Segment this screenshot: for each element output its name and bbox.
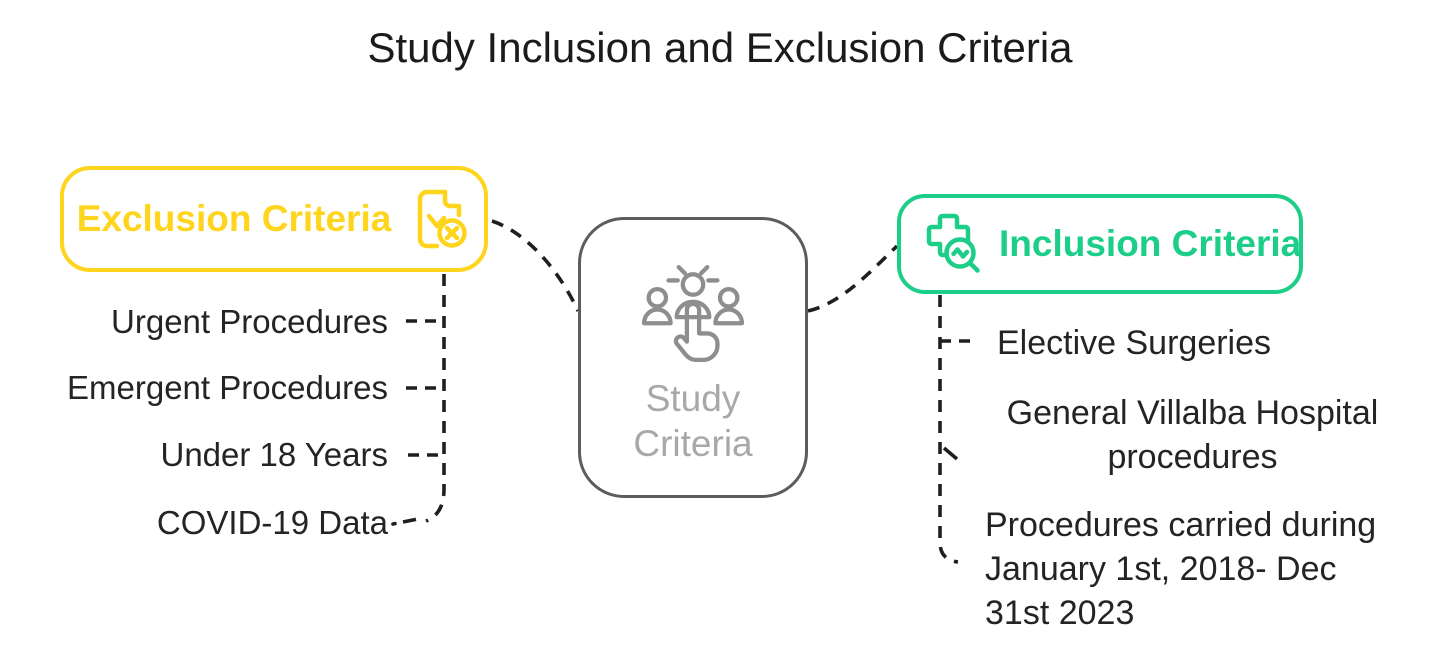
document-excluded-icon [409, 187, 471, 251]
study-criteria-label-line1: Study [645, 378, 741, 419]
inclusion-item-dates-line3: 31st 2023 [985, 594, 1135, 632]
inclusion-item-hospital-line2: procedures [1107, 438, 1278, 476]
inclusion-criteria-node: Inclusion Criteria [897, 194, 1303, 294]
connector-stub-hospital [942, 446, 959, 461]
exclusion-item-covid-19-data: COVID-19 Data [156, 504, 388, 541]
study-criteria-node: Study Criteria [578, 217, 808, 498]
inclusion-item-hospital-line1: General Villalba Hospital [1006, 394, 1379, 432]
exclusion-item-under-18-years: Under 18 Years [160, 436, 388, 473]
connector-exclusion-to-center [491, 219, 580, 312]
inclusion-item-procedure-dates: Procedures carried during January 1st, 2… [985, 503, 1376, 635]
connector-center-to-inclusion [807, 244, 899, 313]
inclusion-item-elective-surgeries: Elective Surgeries [997, 324, 1272, 362]
exclusion-item-urgent-procedures: Urgent Procedures [111, 303, 388, 340]
connector-exclusion-branch-line [425, 274, 446, 523]
exclusion-item-emergent-procedures: Emergent Procedures [67, 369, 388, 406]
people-selection-icon [640, 260, 746, 362]
connector-inclusion-branch-line [938, 295, 959, 564]
inclusion-item-hospital-procedures: General Villalba Hospital procedures [985, 391, 1400, 479]
page-title: Study Inclusion and Exclusion Criteria [367, 24, 1073, 71]
exclusion-criteria-label: Exclusion Criteria [76, 198, 392, 239]
study-criteria-label-line2: Criteria [633, 423, 753, 464]
study-criteria-label: Study Criteria [633, 376, 752, 466]
inclusion-item-dates-line1: Procedures carried during [985, 506, 1377, 544]
medical-search-icon [917, 212, 983, 276]
exclusion-criteria-node: Exclusion Criteria [60, 166, 488, 272]
connector-stub-covid-dash [402, 517, 417, 524]
inclusion-criteria-label: Inclusion Criteria [999, 223, 1302, 264]
inclusion-item-dates-line2: January 1st, 2018- Dec [985, 550, 1337, 588]
